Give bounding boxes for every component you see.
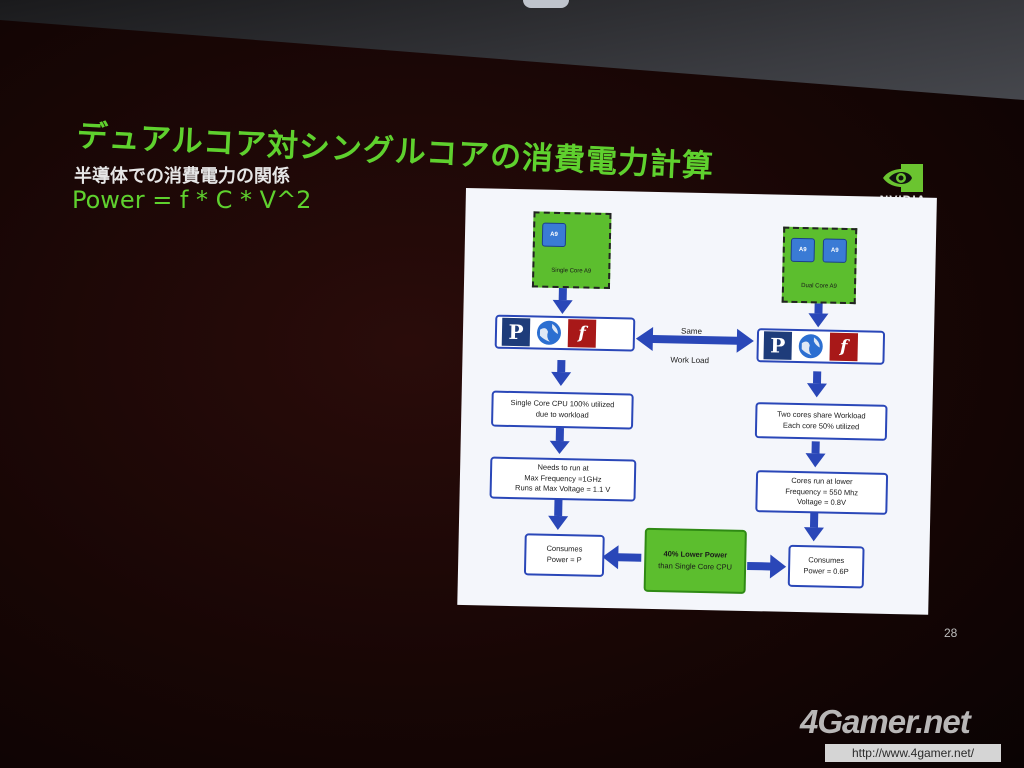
box-line: due to workload <box>535 409 589 420</box>
chip-label: Single Core A9 <box>551 267 592 275</box>
right-app-bar: P f <box>756 328 886 365</box>
pandora-icon: P <box>501 317 531 347</box>
slide-subtitle: 半導体での消費電力の関係 <box>74 166 290 187</box>
single-core-chip: A9 Single Core A9 <box>531 211 612 290</box>
right-frequency-box: Cores run at lower Frequency = 550 Mhz V… <box>755 470 889 515</box>
watermark-url: http://www.4gamer.net/ <box>825 744 1001 762</box>
savings-box: 40% Lower Power than Single Core CPU <box>643 527 747 594</box>
left-app-bar: P f <box>494 314 636 352</box>
workload-label-top: Same <box>680 326 703 336</box>
power-diagram: A9 Single Core A9 A9 A9 Dual Core A9 P f… <box>457 188 937 615</box>
left-frequency-box: Needs to run at Max Frequency =1GHz Runs… <box>489 456 637 502</box>
eye-icon <box>883 164 923 192</box>
slide-formula: Power = f * C * V^2 <box>72 186 312 214</box>
core-a9: A9 <box>541 222 567 248</box>
pandora-icon: P <box>763 331 793 360</box>
globe-icon <box>534 318 564 348</box>
dual-core-chip: A9 A9 Dual Core A9 <box>781 226 858 305</box>
page-number: 28 <box>944 626 958 640</box>
left-power-box: Consumes Power = P <box>523 533 605 577</box>
box-line: Runs at Max Voltage = 1.1 V <box>514 483 611 495</box>
workload-label-bottom: Work Load <box>670 355 710 366</box>
left-utilization-box: Single Core CPU 100% utilized due to wor… <box>491 390 634 430</box>
arrow-layer <box>548 287 829 579</box>
core-a9: A9 <box>790 237 816 263</box>
flash-icon: f <box>829 332 859 362</box>
chip-label: Dual Core A9 <box>801 283 837 290</box>
box-line: Power = P <box>546 554 582 565</box>
right-power-box: Consumes Power = 0.6P <box>787 544 865 589</box>
right-utilization-box: Two cores share Workload Each core 50% u… <box>754 402 888 441</box>
ceiling-light <box>523 0 569 8</box>
savings-detail: than Single Core CPU <box>658 561 733 572</box>
globe-icon <box>796 331 826 361</box>
watermark-brand: 4Gamer.net <box>800 703 971 740</box>
box-line: Voltage = 0.8V <box>796 497 847 508</box>
box-line: Each core 50% utilized <box>782 420 860 432</box>
core-a9: A9 <box>822 238 848 263</box>
flash-icon: f <box>567 319 597 348</box>
box-line: Power = 0.6P <box>803 566 849 577</box>
